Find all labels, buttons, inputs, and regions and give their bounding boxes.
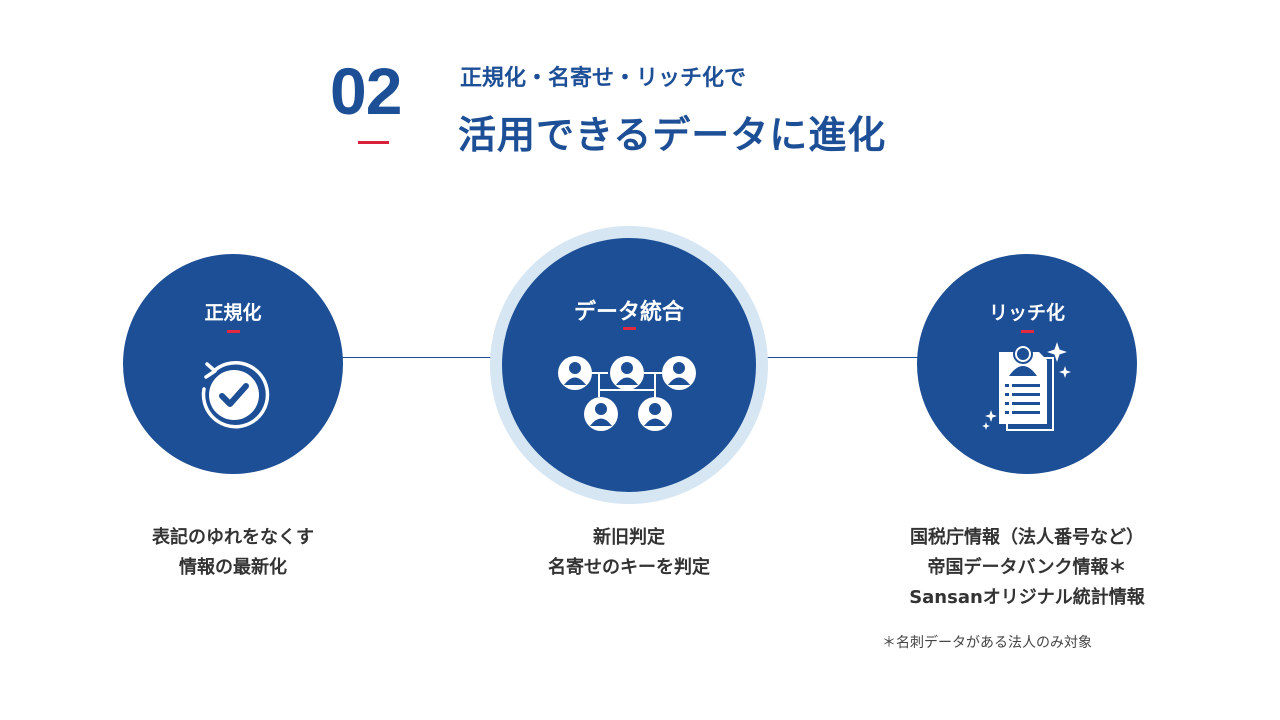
- connector-line-right: [766, 357, 920, 358]
- description-line: 名寄せのキーを判定: [548, 557, 710, 578]
- description-line: Sansanオリジナル統計情報: [909, 587, 1145, 608]
- section-headline: 活用できるデータに進化: [458, 113, 887, 157]
- description-line: 新旧判定: [593, 527, 665, 548]
- connector-line-left: [340, 357, 492, 358]
- step-circle-enrich: リッチ化: [917, 254, 1137, 474]
- step-label-enrich: リッチ化: [988, 302, 1065, 324]
- people-network-icon: [558, 356, 696, 431]
- section-number-underline: [358, 141, 389, 144]
- step-description-integrate: 新旧判定 名寄せのキーを判定: [489, 523, 769, 583]
- profile-document-sparkle-icon: [982, 342, 1071, 431]
- step-circle-integrate: データ統合: [502, 238, 756, 492]
- description-line: 国税庁情報（法人番号など）: [910, 527, 1144, 548]
- refresh-check-icon: [201, 360, 270, 429]
- label-red-dash: [227, 330, 240, 333]
- section-number: 02: [330, 54, 402, 128]
- label-red-dash: [1021, 330, 1034, 333]
- step-description-enrich: 国税庁情報（法人番号など） 帝国データバンク情報＊ Sansanオリジナル統計情…: [867, 523, 1187, 613]
- step-label-integrate: データ統合: [573, 300, 684, 325]
- step-circle-normalize: 正規化: [123, 254, 343, 474]
- section-subtitle: 正規化・名寄せ・リッチ化で: [460, 66, 747, 91]
- footnote: ＊名刺データがある法人のみ対象: [882, 635, 1092, 651]
- description-line: 情報の最新化: [179, 557, 287, 578]
- step-description-normalize: 表記のゆれをなくす 情報の最新化: [93, 523, 373, 583]
- label-red-dash: [623, 327, 636, 330]
- description-line: 表記のゆれをなくす: [152, 527, 314, 548]
- description-line: 帝国データバンク情報＊: [927, 557, 1127, 578]
- step-label-normalize: 正規化: [204, 302, 262, 324]
